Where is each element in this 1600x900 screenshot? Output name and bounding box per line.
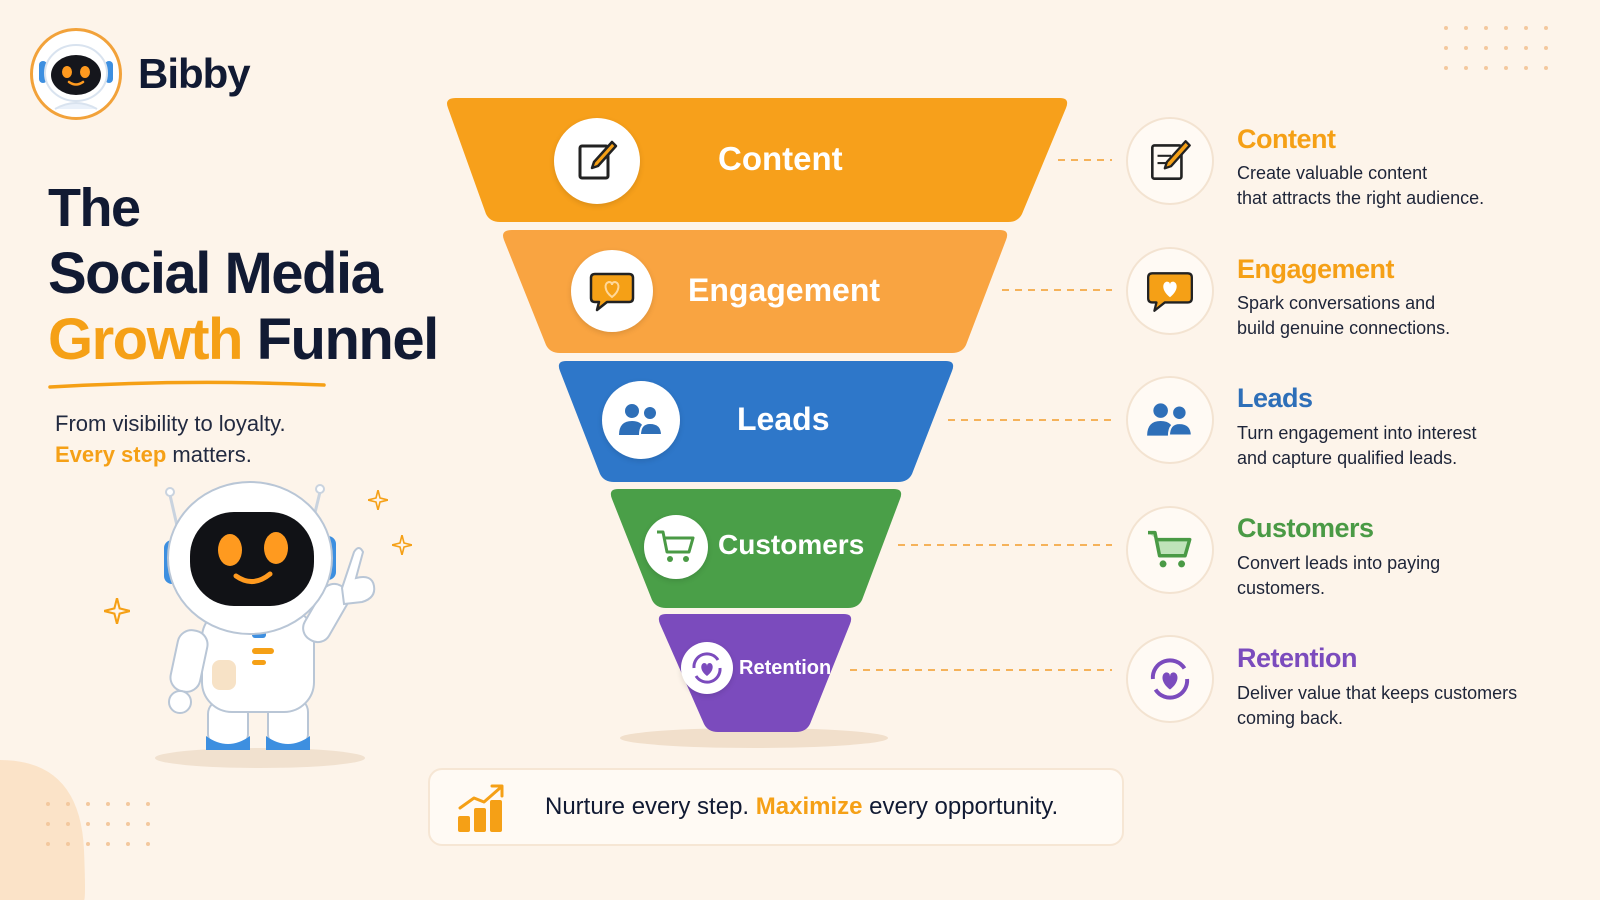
- step-desc-customers: Convert leads into paying customers.: [1237, 551, 1567, 601]
- edit-document-icon: [578, 140, 618, 180]
- people-icon: [1147, 403, 1193, 437]
- title-line-1: The: [48, 178, 141, 238]
- funnel-badge-customers: [644, 515, 708, 579]
- funnel-label-customers: Customers: [718, 529, 865, 560]
- page-title: The Social Media Growth Funnel: [48, 175, 440, 373]
- step-desc-line: customers.: [1237, 578, 1326, 598]
- growth-chart-icon: [458, 784, 504, 832]
- step-desc-leads: Turn engagement into interest and captur…: [1237, 421, 1567, 471]
- step-desc-line: Convert leads into paying: [1237, 553, 1441, 573]
- step-icon-engagement: [1126, 247, 1214, 335]
- brand-name: Bibby: [138, 50, 251, 97]
- tagline-line-2: Every step matters.: [55, 439, 286, 470]
- step-desc-engagement: Spark conversations and build genuine co…: [1237, 291, 1567, 341]
- tagline-highlight: Every step: [55, 442, 167, 467]
- step-desc-content: Create valuable content that attracts th…: [1237, 161, 1567, 211]
- step-icon-customers: [1126, 506, 1214, 594]
- funnel-badge-engagement: [571, 250, 653, 332]
- step-desc-line: build genuine connections.: [1237, 318, 1451, 338]
- funnel-badge-retention: [681, 642, 733, 694]
- heart-cycle-icon: [692, 652, 722, 684]
- tagline: From visibility to loyalty. Every step m…: [55, 408, 286, 470]
- brand-avatar: [30, 28, 122, 120]
- funnel-label-retention: Retention: [739, 657, 832, 679]
- shopping-cart-icon: [1148, 530, 1192, 568]
- title-underline: [48, 380, 326, 389]
- robot-head-icon: [39, 44, 113, 110]
- step-title-customers: Customers: [1237, 513, 1374, 543]
- bottom-banner: [428, 768, 1124, 846]
- step-desc-line: and capture qualified leads.: [1237, 448, 1458, 468]
- banner-text-part: Nurture every step.: [545, 793, 756, 820]
- funnel-badge-content: [554, 118, 640, 204]
- corner-blob: [0, 760, 85, 900]
- banner-highlight: Maximize: [755, 793, 863, 820]
- tagline-rest: matters.: [166, 442, 252, 467]
- step-desc-line: Create valuable content: [1237, 163, 1428, 183]
- chat-heart-icon: [1147, 272, 1193, 312]
- robot-mascot: [155, 481, 376, 768]
- sparkle-icon: [392, 535, 412, 555]
- sparkle-icon: [104, 598, 130, 624]
- funnel-badge-leads: [602, 381, 680, 459]
- people-icon: [619, 404, 664, 436]
- banner-text: Nurture every step. Maximize every oppor…: [545, 793, 1058, 821]
- dot-grid-bottom-left: [46, 802, 150, 846]
- step-desc-retention: Deliver value that keeps customers comin…: [1237, 681, 1567, 731]
- step-desc-line: that attracts the right audience.: [1237, 188, 1485, 208]
- title-rest: Funnel: [241, 307, 440, 372]
- step-icon-content: [1126, 117, 1214, 205]
- step-icon-leads: [1126, 376, 1214, 464]
- title-highlight: Growth: [48, 307, 243, 372]
- sparkle-icon: [368, 490, 388, 510]
- banner-text-part: every opportunity.: [862, 793, 1059, 820]
- step-title-content: Content: [1237, 124, 1336, 154]
- heart-cycle-icon: [1150, 658, 1190, 700]
- funnel-label-content: Content: [718, 140, 843, 177]
- chat-heart-icon: [589, 272, 635, 312]
- tagline-line-1: From visibility to loyalty.: [55, 411, 286, 436]
- shopping-cart-icon: [657, 530, 695, 562]
- dot-grid-top-right: [1444, 26, 1548, 70]
- step-desc-line: Deliver value that keeps customers: [1237, 683, 1518, 703]
- step-icon-retention: [1126, 635, 1214, 723]
- step-title-engagement: Engagement: [1237, 254, 1395, 284]
- funnel-label-leads: Leads: [737, 401, 830, 437]
- step-desc-line: Spark conversations and: [1237, 293, 1436, 313]
- edit-document-icon: [1151, 140, 1191, 180]
- funnel-label-engagement: Engagement: [688, 272, 881, 308]
- step-desc-line: Turn engagement into interest: [1237, 423, 1477, 443]
- title-line-2: Social Media: [48, 241, 383, 306]
- step-title-leads: Leads: [1237, 383, 1313, 413]
- step-desc-line: coming back.: [1237, 708, 1344, 728]
- title-line-3: Growth Funnel: [48, 307, 440, 373]
- step-title-retention: Retention: [1237, 643, 1358, 673]
